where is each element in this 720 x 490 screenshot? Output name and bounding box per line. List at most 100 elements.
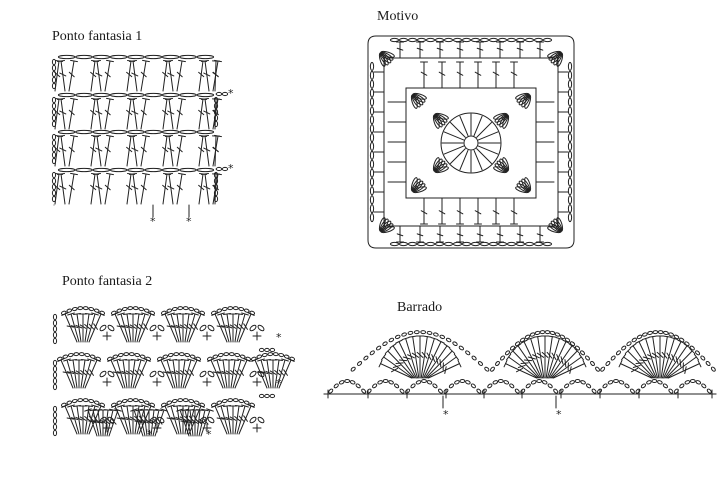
double-crochet <box>77 406 81 434</box>
chain-stitch <box>568 214 571 222</box>
picot-chain <box>199 370 207 378</box>
double-crochet-slash <box>76 371 82 374</box>
double-crochet-top <box>88 359 95 361</box>
double-crochet <box>77 314 81 342</box>
double-crochet-slash <box>399 360 406 361</box>
chain-stitch <box>78 306 83 309</box>
double-crochet-slash <box>69 110 74 115</box>
double-crochet-top <box>192 313 199 315</box>
double-crochet-slash <box>177 72 182 77</box>
motif-center-stitch <box>450 122 465 137</box>
chain-stitch <box>251 357 257 362</box>
chain-stitch <box>679 383 685 388</box>
double-crochet <box>133 61 137 91</box>
chain-stitch <box>133 398 138 401</box>
double-crochet-slash <box>176 325 182 328</box>
chain-stitch <box>122 399 127 403</box>
chain-stitch <box>498 380 503 383</box>
double-crochet-slash <box>144 324 148 330</box>
double-crochet-top <box>182 409 189 411</box>
double-crochet <box>665 346 687 378</box>
chain-stitch <box>180 55 197 58</box>
double-crochet-slash <box>163 147 168 151</box>
double-crochet-top <box>197 410 204 411</box>
chain-stitch <box>93 130 110 133</box>
double-crochet-slash <box>511 211 517 214</box>
double-crochet-top <box>168 313 175 315</box>
chain-stitch <box>668 388 673 394</box>
chain-stitch <box>53 332 56 337</box>
double-crochet-top <box>678 340 684 343</box>
chain-stitch <box>608 380 614 385</box>
double-crochet-slash <box>396 363 403 364</box>
chain-stitch <box>58 168 75 171</box>
chain-stitch <box>369 350 375 355</box>
double-crochet-slash <box>81 371 86 375</box>
chain-stitch <box>543 38 551 41</box>
chain-stitch <box>370 151 373 159</box>
double-crochet-top <box>563 340 569 343</box>
double-crochet-slash <box>633 365 640 367</box>
double-crochet-slash <box>76 325 82 328</box>
double-crochet-top <box>177 409 184 411</box>
double-crochet-slash <box>204 419 208 424</box>
double-crochet <box>137 314 145 342</box>
double-crochet-slash <box>639 360 646 361</box>
chain-stitch <box>370 71 373 79</box>
chain-stitch <box>540 330 545 333</box>
double-crochet-slash <box>561 357 563 364</box>
chain-stitch <box>405 388 410 394</box>
motivo-stitches <box>368 36 574 248</box>
chain-stitch <box>53 338 56 343</box>
double-crochet-slash <box>105 185 110 190</box>
double-crochet-slash <box>437 234 443 236</box>
chain-stitch <box>233 398 238 401</box>
chain-stitch <box>695 380 701 385</box>
double-crochet <box>127 174 131 204</box>
chain-stitch <box>568 178 571 186</box>
double-crochet-slash <box>163 72 168 76</box>
chain-stitch <box>265 394 270 397</box>
double-crochet-slash <box>199 72 204 76</box>
double-crochet <box>426 351 452 378</box>
chain-stitch <box>76 93 93 96</box>
chain-stitch <box>222 399 227 403</box>
chain-stitch <box>498 38 506 41</box>
double-crochet-slash <box>457 211 463 214</box>
double-crochet-slash <box>141 110 146 115</box>
double-crochet-slash <box>393 365 400 367</box>
chain-stitch <box>222 167 227 170</box>
motif-outline <box>368 36 574 248</box>
chain-stitch <box>568 89 571 97</box>
double-crochet <box>127 314 131 342</box>
double-crochet <box>235 314 239 342</box>
double-crochet-slash <box>139 324 143 329</box>
double-crochet <box>115 406 127 434</box>
picot-chain <box>257 416 265 424</box>
chain-stitch <box>493 380 499 385</box>
chain-stitch <box>674 334 680 339</box>
picot-chain <box>249 324 257 332</box>
chain-stitch <box>180 93 197 96</box>
motif-center-stitch <box>444 132 463 140</box>
chain-stitch <box>214 97 217 102</box>
double-crochet <box>141 61 146 91</box>
double-crochet <box>69 61 74 91</box>
chain-stitch <box>90 354 96 358</box>
chain-stitch <box>190 354 196 358</box>
chain-stitch <box>668 332 674 337</box>
chain-stitch <box>145 168 162 171</box>
double-crochet-slash <box>105 147 110 152</box>
double-crochet-slash <box>135 370 139 375</box>
motivo-diagram <box>360 32 582 252</box>
double-crochet <box>509 357 538 378</box>
double-crochet-slash <box>213 148 218 152</box>
double-crochet-slash <box>217 372 223 374</box>
chain-stitch <box>214 172 217 177</box>
chain-stitch <box>124 352 129 355</box>
double-crochet-top <box>94 136 101 137</box>
chain-stitch <box>53 314 56 319</box>
chain-stitch <box>498 242 506 245</box>
chain-stitch <box>189 307 194 311</box>
double-crochet-slash <box>168 111 174 114</box>
